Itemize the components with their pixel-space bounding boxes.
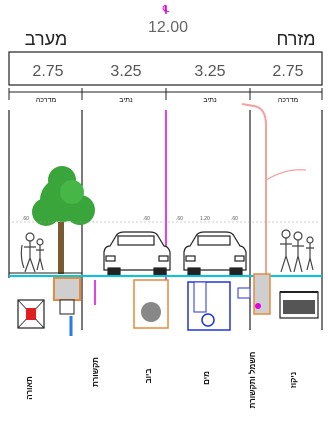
pedestrians-east	[280, 229, 314, 273]
sewer-pipe	[141, 302, 161, 322]
electric-point	[255, 303, 261, 309]
svg-text:.60: .60	[176, 216, 183, 222]
utility-label-communication: תקשורת	[91, 357, 100, 387]
lane-label-2: נתיב	[119, 97, 133, 104]
pedestrians-west	[20, 232, 44, 273]
utility-label-electric: חשמל ותקשורת	[248, 352, 257, 409]
car-west	[103, 231, 171, 276]
water-pipe	[201, 313, 215, 327]
street-light-pole	[241, 103, 267, 278]
dimension-line	[8, 88, 323, 100]
utility-label-drainage: ניקוז	[289, 372, 298, 388]
tree	[32, 166, 95, 274]
lane-width-3: 3.25	[194, 63, 225, 80]
utility-label-water: מים	[202, 371, 211, 385]
lane-width-4: 2.75	[272, 63, 303, 80]
east-side-label: מזרח	[276, 29, 315, 49]
utility-labels: תאורה תקשורת ביוב מים חשמל ותקשורת ניקוז	[25, 352, 298, 409]
sub-dimensions: .60 .60 .60 1.20 .60	[22, 216, 238, 222]
lane-label-4: מדרכה	[278, 97, 299, 104]
communication-conduit-west	[53, 277, 81, 301]
utility-label-sewer: ביוב	[144, 368, 153, 383]
svg-text:1.20: 1.20	[200, 216, 210, 222]
lane-width-2: 3.25	[110, 63, 141, 80]
water-valve	[237, 287, 251, 299]
dimension-box	[8, 51, 323, 86]
svg-text:.60: .60	[231, 216, 238, 222]
svg-text:.60: .60	[143, 216, 150, 222]
svg-text:.60: .60	[22, 216, 29, 222]
lane-label-3: נתיב	[203, 97, 217, 104]
lighting-foundation-core	[26, 308, 36, 320]
utility-label-lighting: תאורה	[25, 376, 34, 400]
communication-chamber	[59, 299, 75, 315]
west-side-label: מערב	[25, 29, 68, 49]
lane-label-1: מדרכה	[36, 97, 57, 104]
car-east	[183, 231, 247, 276]
water-chamber-inner	[193, 281, 207, 313]
street-light-arm	[265, 169, 307, 181]
drainage-grate	[283, 300, 315, 314]
total-width-label: 12.00	[148, 19, 188, 36]
lane-width-1: 2.75	[32, 63, 63, 80]
